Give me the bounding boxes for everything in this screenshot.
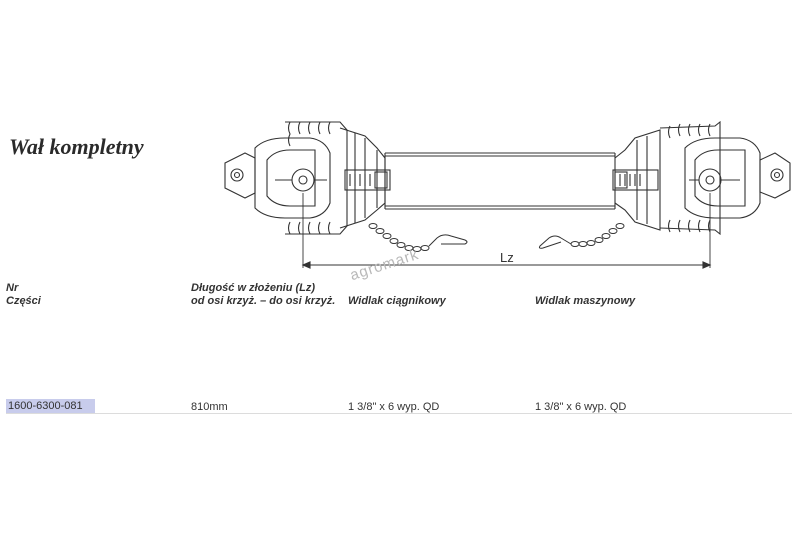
header-part-no-line2: Części [6,295,41,307]
machine-yoke-value: 1 3/8" x 6 wyp. QD [535,401,627,413]
page-title: Wał kompletny [9,134,144,159]
length-value: 810mm [191,401,228,413]
part-number-cell[interactable]: 1600-6300-081 [6,399,95,413]
header-part-no: Nr Części [6,282,41,308]
header-tractor-yoke-line1: Widlak ciągnikowy [348,295,446,307]
pto-shaft-drawing: Lz [224,120,791,269]
part-number: 1600-6300-081 [8,400,83,412]
header-length-line1: Długość w złożeniu (Lz) [191,282,316,294]
header-length-line2: od osi krzyż. – do osi krzyż. [191,295,336,307]
header-part-no-line1: Nr [6,282,19,294]
table-row-divider [6,413,792,414]
header-length: Długość w złożeniu (Lz) od osi krzyż. – … [191,282,335,308]
dimension-label: Lz [500,250,514,265]
header-machine-yoke: Widlak maszynowy [535,295,635,308]
tractor-yoke-value: 1 3/8" x 6 wyp. QD [348,401,440,413]
header-machine-yoke-line1: Widlak maszynowy [535,295,636,307]
header-tractor-yoke: Widlak ciągnikowy [348,295,446,308]
